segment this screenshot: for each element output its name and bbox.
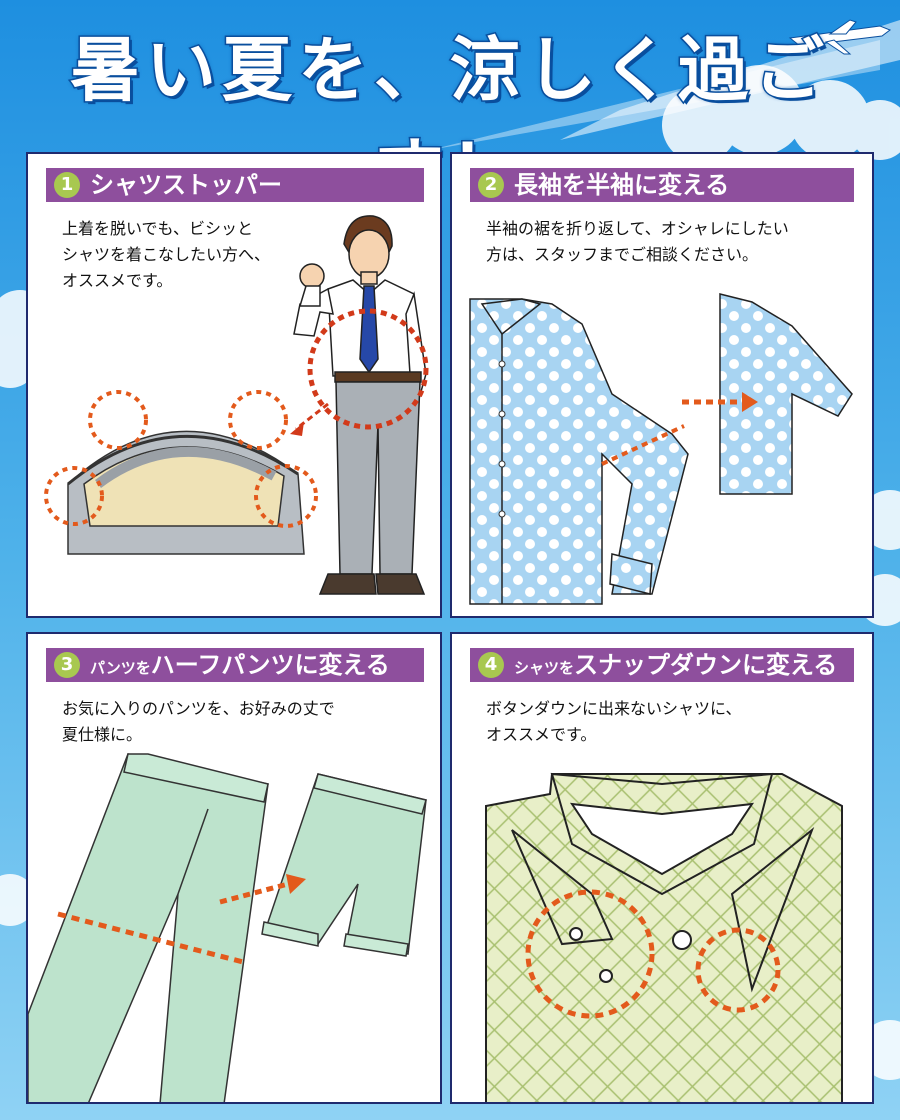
- airplane-icon: [788, 19, 892, 55]
- panel-header: 1 シャツストッパー: [46, 168, 424, 202]
- panel-snap-down: 4 シャツをスナップダウンに変える ボタンダウンに出来ないシャツに、 オススメで…: [450, 632, 874, 1104]
- panel-header: 2 長袖を半袖に変える: [470, 168, 854, 202]
- panel-half-pants: 3 パンツをハーフパンツに変える お気に入りのパンツを、お好みの丈で 夏仕様に。: [26, 632, 442, 1104]
- panel-title: スナップダウンに変える: [574, 651, 838, 679]
- panel-title-prefix: パンツを: [90, 659, 151, 677]
- panel-description: 上着を脱いでも、ビシッと シャツを着こなしたい方へ、 オススメです。: [62, 219, 271, 290]
- panel-description: ボタンダウンに出来ないシャツに、 オススメです。: [486, 699, 742, 744]
- man-shirt-stopper-illustration: [44, 215, 429, 595]
- panel-description: 半袖の裾を折り返して、オシャレにしたい 方は、スタッフまでご相談ください。: [486, 219, 789, 264]
- panel-title: 長袖を半袖に変える: [514, 171, 730, 199]
- panel-shirt-stopper: 1 シャツストッパー 上着を脱いでも、ビシッと シャツを着こなしたい方へ、 オス…: [26, 152, 442, 618]
- sleeve-conversion-illustration: [469, 293, 853, 605]
- panel-long-to-short-sleeve: 2 長袖を半袖に変える 半袖の裾を折り返して、オシャレにしたい 方は、スタッフま…: [450, 152, 874, 618]
- number-badge: 2: [478, 172, 504, 198]
- panel-header: 3 パンツをハーフパンツに変える: [46, 648, 424, 682]
- panel-title: ハーフパンツに変える: [150, 651, 390, 679]
- panel-description: お気に入りのパンツを、お好みの丈で 夏仕様に。: [62, 699, 335, 744]
- pants-conversion-illustration: [28, 753, 427, 1102]
- number-badge: 1: [54, 172, 80, 198]
- panel-title-prefix: シャツを: [514, 659, 575, 677]
- number-badge: 3: [54, 652, 80, 678]
- number-badge: 4: [478, 652, 504, 678]
- panel-header: 4 シャツをスナップダウンに変える: [470, 648, 854, 682]
- panel-title: シャツストッパー: [90, 171, 282, 199]
- snap-down-collar-illustration: [485, 772, 843, 1102]
